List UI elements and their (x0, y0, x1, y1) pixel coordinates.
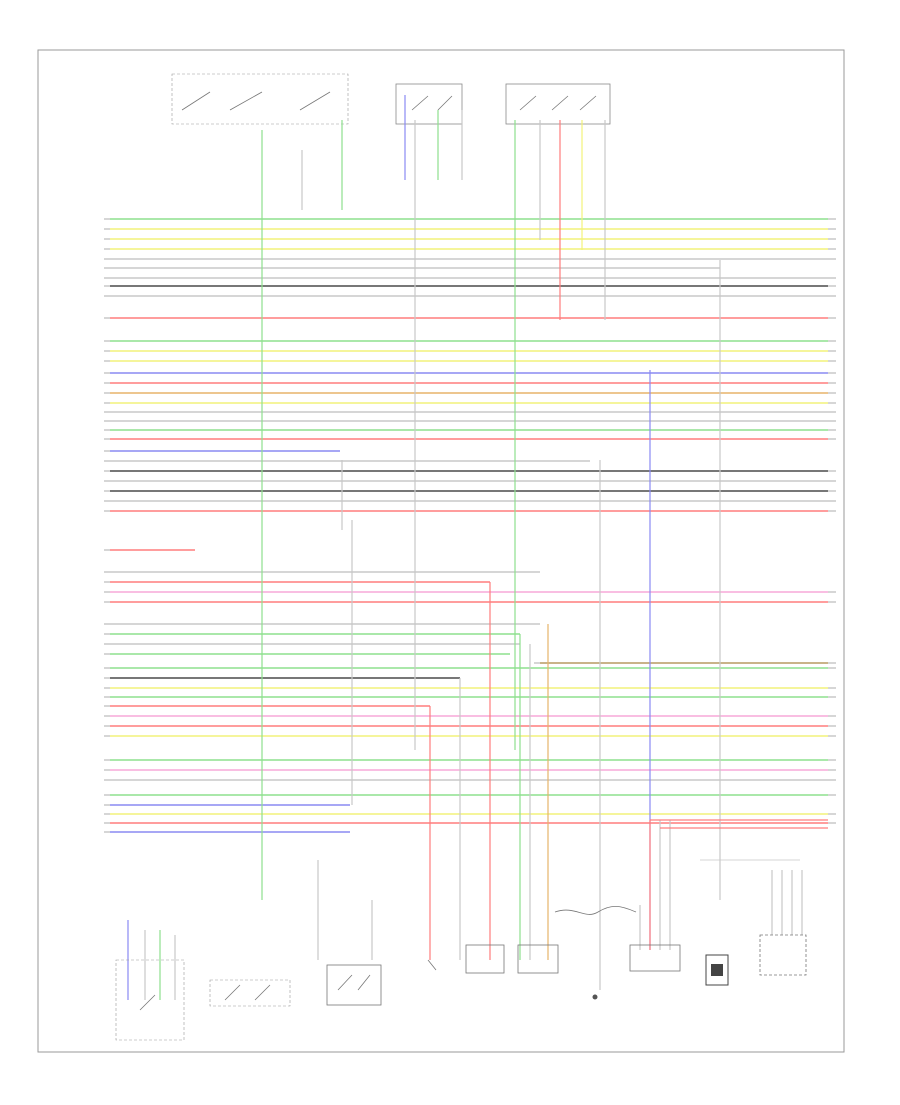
vertical-wires (127, 95, 828, 1000)
wire-runs (110, 218, 828, 833)
diagram-frame (37, 49, 845, 1053)
bottom-components (115, 905, 807, 1041)
connector-ticks (104, 218, 836, 833)
top-relay-left (395, 83, 463, 125)
top-left-switch-module (171, 73, 349, 125)
top-relay-right (505, 83, 611, 125)
